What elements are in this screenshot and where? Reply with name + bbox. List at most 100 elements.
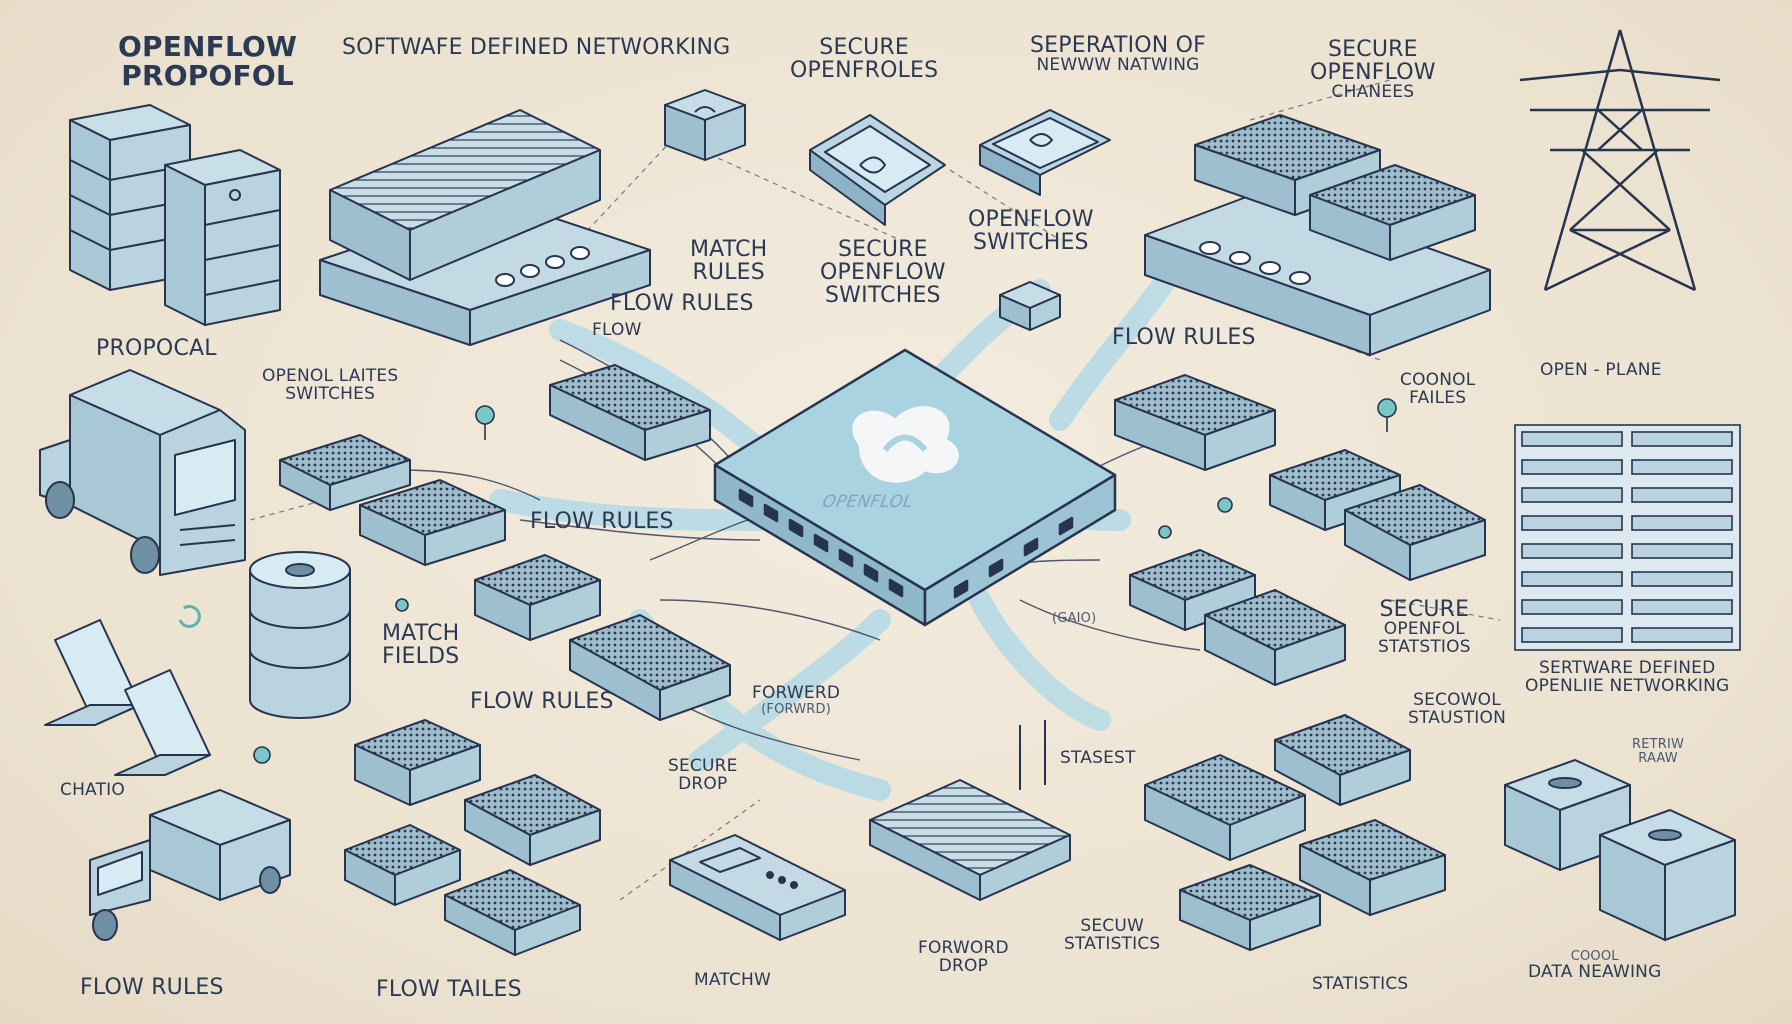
coonol-line-2: FAILES — [1409, 387, 1467, 408]
flow-rules-bottom-label: FLOW RULES — [80, 975, 224, 1000]
secuw-line-1: SECUW — [1080, 916, 1145, 936]
title-line-1: OPENFLOW — [118, 30, 298, 63]
server-tower-right — [164, 149, 281, 326]
match-fields-line-2: FIELDS — [382, 644, 460, 670]
stasest-label: STASEST — [1060, 748, 1136, 768]
small-node — [999, 281, 1061, 331]
seperation-line-2: NEWWW NATWING — [1036, 55, 1200, 76]
secure-switches-label: SECURE OPENFLOW SWITCHES — [820, 238, 946, 307]
switch-center-bottom — [669, 834, 846, 941]
title-line-2: PROPOFOL — [121, 59, 294, 93]
open-plane-label: OPEN - PLANE — [1540, 360, 1662, 380]
match-rules-line-2: RULES — [692, 260, 765, 286]
switch-left-mid-a — [279, 434, 411, 511]
forword-drop-line-2: DROP — [938, 955, 989, 976]
flow-tailes-label: FLOW TAILES — [376, 977, 522, 1002]
openol-line-1: OPENOL LAITES — [262, 366, 399, 386]
switch-bottom-right-a — [1144, 714, 1411, 861]
switch-upper-left-center — [549, 364, 711, 461]
openol-label: OPENOL LAITES SWITCHES — [262, 366, 399, 404]
secowl-line-1: SECOWOL — [1413, 690, 1501, 710]
retriw-label: RETRIW RAAW — [1632, 738, 1684, 765]
secure-openfroles-label: SECURE OPENFROLES — [790, 36, 938, 82]
flow-rules-lower-label: FLOW RULES — [470, 689, 614, 714]
sdn-footer-label: SERTWARE DEFINED OPENLIIE NETWORKING — [1525, 658, 1730, 696]
secure-stats-line-2: OPENFOL — [1383, 619, 1465, 640]
secure-channels-line-1: SECURE — [1328, 37, 1418, 62]
seperation-label: SEPERATION OF NEWWW NATWING — [1030, 34, 1206, 75]
database-cylinder — [249, 551, 351, 719]
secure-channels-line-3: CHANEES — [1331, 82, 1415, 103]
statistics-label: STATISTICS — [1312, 974, 1409, 994]
forword-drop-line-1: FORWORD — [918, 938, 1009, 958]
truck-bottom-left — [89, 789, 291, 941]
location-pins — [178, 398, 1397, 764]
secure-drop-label: SECURE DROP — [668, 756, 738, 794]
wireless-router — [869, 720, 1071, 901]
secuw-line-2: STATISTICS — [1064, 933, 1161, 954]
secure-channels-label: SECURE OPENFLOW CHANEES — [1310, 38, 1436, 102]
secure-switches-line-2: OPENFLOW — [820, 260, 946, 286]
rack-switch-top-right — [1144, 114, 1491, 356]
openol-line-2: SWITCHES — [285, 383, 376, 404]
tablet-device-1 — [809, 114, 946, 226]
secure-openfroles-line-1: SECURE — [819, 35, 910, 60]
sdn-header-label: SOFTWAFE DEFINED NETWORKING — [342, 35, 731, 60]
match-fields-label: MATCH FIELDS — [382, 622, 459, 668]
data-naming-line-2: DATA NEAWING — [1528, 961, 1662, 982]
data-naming-label: COOOL DATA NEAWING — [1528, 950, 1661, 981]
title-label: OPENFLOW PROPOFOL — [118, 32, 297, 91]
laptop-pair — [44, 619, 211, 776]
secure-drop-line-1: SECURE — [668, 756, 738, 776]
forword-drop-label: FORWORD DROP — [918, 938, 1009, 976]
sdn-footer-line-1: SERTWARE DEFINED — [1539, 658, 1716, 678]
match-fields-line-1: MATCH — [382, 621, 460, 646]
secowl-line-2: STAUSTION — [1408, 707, 1507, 728]
secure-switches-line-3: SWITCHES — [825, 283, 941, 309]
secure-stats-line-3: STATSTIOS — [1378, 636, 1471, 657]
central-openflow-switch — [713, 348, 1117, 922]
switch-left-mid-b — [359, 479, 506, 566]
secure-openfroles-line-2: OPENFROLES — [790, 58, 939, 84]
secure-stats-label: SECURE OPENFOL STATSTIOS — [1378, 598, 1471, 657]
forwerd-line-2: (FORWRD) — [761, 701, 831, 717]
switch-center-left-a — [474, 554, 731, 721]
matchw-label: MATCHW — [694, 970, 772, 990]
switch-right-mid-a — [1269, 449, 1486, 581]
flow-rules-top-label: FLOW RULES — [610, 291, 754, 316]
switch-right-upper — [1114, 374, 1276, 471]
flow-small-label: FLOW — [592, 320, 642, 340]
switch-bottom-left-b — [344, 824, 581, 956]
chatio-label: CHATIO — [60, 780, 125, 800]
truck-left — [39, 369, 246, 576]
secure-stats-line-1: SECURE — [1379, 597, 1470, 622]
retriw-line-1: RETRIW — [1632, 737, 1685, 752]
secure-channels-line-2: OPENFLOW — [1310, 60, 1436, 86]
switch-bottom-left-a — [354, 719, 601, 866]
seperation-line-1: SEPERATION OF — [1030, 33, 1207, 58]
match-rules-line-1: MATCH — [690, 237, 768, 262]
secuw-label: SECUW STATISTICS — [1064, 916, 1161, 954]
openflow-switches-line-2: SWITCHES — [973, 230, 1089, 256]
secowl-label: SECOWOL STAUSTION — [1408, 690, 1507, 728]
coonol-line-1: COONOL — [1400, 370, 1476, 390]
flow-rules-mid-label: FLOW RULES — [530, 509, 674, 534]
retriw-line-2: RAAW — [1638, 750, 1678, 766]
sdn-footer-line-2: OPENLIIE NETWORKING — [1525, 675, 1730, 696]
propocal-label: PROPOCAL — [96, 336, 217, 361]
tablet-device-2 — [979, 109, 1111, 196]
rack-switch-top-left — [319, 109, 651, 346]
secure-switches-line-1: SECURE — [838, 237, 928, 262]
switch-bottom-right-b — [1179, 819, 1446, 951]
transmission-tower — [1519, 29, 1721, 292]
flow-rules-right-label: FLOW RULES — [1112, 325, 1256, 350]
rack-panel-right — [1514, 424, 1741, 651]
forwerd-line-1: FORWERD — [752, 683, 841, 703]
openflow-switches-line-1: OPENFLOW — [968, 207, 1094, 232]
coonol-label: COONOL FAILES — [1400, 370, 1476, 408]
match-rules-label: MATCH RULES — [690, 238, 767, 284]
center-badge-label: OPENFLOL — [818, 492, 917, 512]
secure-drop-line-2: DROP — [678, 773, 728, 794]
openflow-switches-label: OPENFLOW SWITCHES — [968, 208, 1094, 254]
